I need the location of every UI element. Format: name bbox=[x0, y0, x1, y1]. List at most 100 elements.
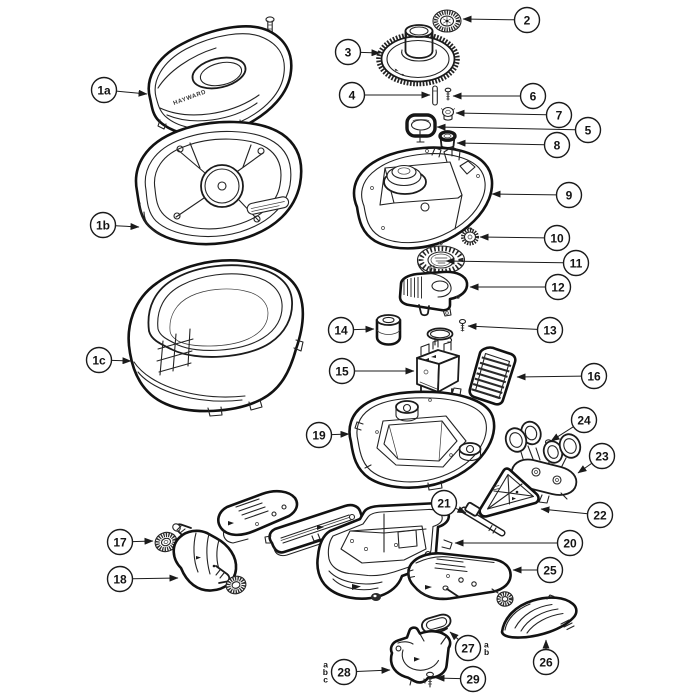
callout-circle-9 bbox=[555, 181, 583, 209]
callout-11: 11 bbox=[445, 249, 590, 277]
part-10-small-gear bbox=[461, 227, 479, 246]
part-21-axle-shaft bbox=[460, 501, 506, 537]
callout-label-8: 8 bbox=[554, 139, 561, 153]
part-29-screw bbox=[426, 671, 434, 688]
callout-circle-13 bbox=[536, 316, 564, 344]
leader-line-8 bbox=[456, 139, 545, 147]
callout-label-17: 17 bbox=[113, 536, 127, 550]
callout-8: 8 bbox=[456, 131, 571, 159]
callout-letter-27-b: b bbox=[484, 647, 489, 657]
callout-9: 9 bbox=[491, 181, 583, 209]
callout-3: 3 bbox=[334, 38, 381, 66]
callout-13: 13 bbox=[467, 316, 564, 344]
part-9-upper-housing bbox=[352, 146, 494, 250]
callout-label-20: 20 bbox=[563, 537, 577, 551]
part-28-bumper-bracket bbox=[389, 626, 452, 686]
callout-2: 2 bbox=[462, 6, 541, 34]
leader-line-1a bbox=[116, 89, 148, 97]
part-3-turbine-gear bbox=[376, 24, 460, 87]
callout-1b: 1b bbox=[89, 211, 140, 239]
callout-letter-28-c: c bbox=[323, 675, 328, 685]
part-14-float bbox=[375, 314, 402, 346]
leader-line-22 bbox=[540, 506, 588, 515]
callout-27: 27 ab bbox=[449, 631, 489, 662]
leader-line-5 bbox=[436, 123, 576, 131]
leader-line-18 bbox=[132, 574, 179, 582]
callout-circle-7 bbox=[545, 101, 573, 129]
callout-letter-27-a: a bbox=[484, 639, 489, 649]
callout-14: 14 bbox=[327, 316, 375, 344]
part-27-shoe-pad bbox=[421, 613, 452, 634]
callout-21: 21 bbox=[430, 489, 467, 517]
callout-7: 7 bbox=[455, 101, 573, 129]
callout-label-2: 2 bbox=[524, 14, 531, 28]
callout-label-14: 14 bbox=[334, 324, 348, 338]
leader-line-7 bbox=[455, 109, 547, 117]
callout-6: 6 bbox=[452, 82, 547, 110]
callout-label-15: 15 bbox=[335, 365, 349, 379]
part-16-vent-grate bbox=[468, 346, 517, 406]
callout-label-13: 13 bbox=[543, 324, 557, 338]
part-left-pod-cover bbox=[217, 489, 299, 544]
callout-label-1b: 1b bbox=[96, 219, 110, 233]
callout-circle-8 bbox=[543, 131, 571, 159]
part-o-ring bbox=[426, 327, 454, 343]
leader-line-2 bbox=[462, 15, 515, 23]
callout-label-1c: 1c bbox=[92, 354, 106, 368]
callout-circle-1c bbox=[85, 346, 113, 374]
part-1b-middle-body bbox=[134, 120, 303, 246]
leader-line-10 bbox=[479, 233, 545, 241]
callout-label-18: 18 bbox=[113, 573, 127, 587]
callout-label-29: 29 bbox=[466, 673, 480, 687]
callout-label-1a: 1a bbox=[97, 84, 111, 98]
callout-26: 26 bbox=[532, 639, 560, 676]
part-8-bushing bbox=[438, 130, 457, 149]
callout-20: 20 bbox=[454, 529, 584, 557]
callout-circle-3 bbox=[334, 38, 362, 66]
callout-circle-20 bbox=[556, 529, 584, 557]
callout-letter-28-b: b bbox=[323, 667, 328, 677]
part-1a-top-cover: HAYWARD bbox=[147, 25, 293, 138]
part-5-grommet bbox=[405, 113, 437, 143]
callout-5: 5 bbox=[436, 116, 602, 144]
part-18-gearbox bbox=[172, 523, 247, 595]
callout-1a: 1a bbox=[90, 76, 148, 104]
leader-line-9 bbox=[491, 190, 557, 198]
callout-circle-25 bbox=[536, 556, 564, 584]
callout-18: 18 bbox=[106, 565, 179, 593]
callout-label-3: 3 bbox=[345, 46, 352, 60]
callout-label-11: 11 bbox=[570, 257, 583, 271]
callout-circle-1b bbox=[89, 211, 117, 239]
callout-17: 17 bbox=[106, 528, 154, 556]
leader-line-1c bbox=[111, 357, 132, 365]
part-2-drive-gear bbox=[432, 9, 462, 33]
part-26-skirt-wing bbox=[500, 594, 578, 639]
callout-label-21: 21 bbox=[437, 497, 451, 511]
callout-24: 24 bbox=[550, 406, 598, 442]
callout-label-4: 4 bbox=[349, 89, 356, 103]
callout-10: 10 bbox=[479, 224, 571, 252]
callout-circle-17 bbox=[106, 528, 134, 556]
callout-circle-2 bbox=[513, 6, 541, 34]
callout-label-22: 22 bbox=[593, 509, 607, 523]
part-19-chassis-pan bbox=[348, 387, 496, 491]
leader-line-13 bbox=[467, 322, 538, 330]
callout-circle-1a bbox=[90, 76, 118, 104]
part-13-screw bbox=[458, 318, 467, 332]
callout-15: 15 bbox=[328, 357, 415, 385]
callout-label-10: 10 bbox=[550, 232, 564, 246]
callout-circle-12 bbox=[544, 273, 572, 301]
callout-label-27: 27 bbox=[461, 642, 475, 656]
part-6-screw bbox=[444, 87, 452, 101]
callout-circle-22 bbox=[586, 501, 614, 529]
callout-circle-4 bbox=[338, 81, 366, 109]
leader-line-24 bbox=[550, 426, 574, 442]
callout-label-6: 6 bbox=[530, 90, 537, 104]
part-22-triangular-flap bbox=[478, 467, 540, 518]
callout-circle-14 bbox=[327, 316, 355, 344]
callout-23: 23 bbox=[577, 442, 616, 474]
callout-label-26: 26 bbox=[539, 656, 553, 670]
